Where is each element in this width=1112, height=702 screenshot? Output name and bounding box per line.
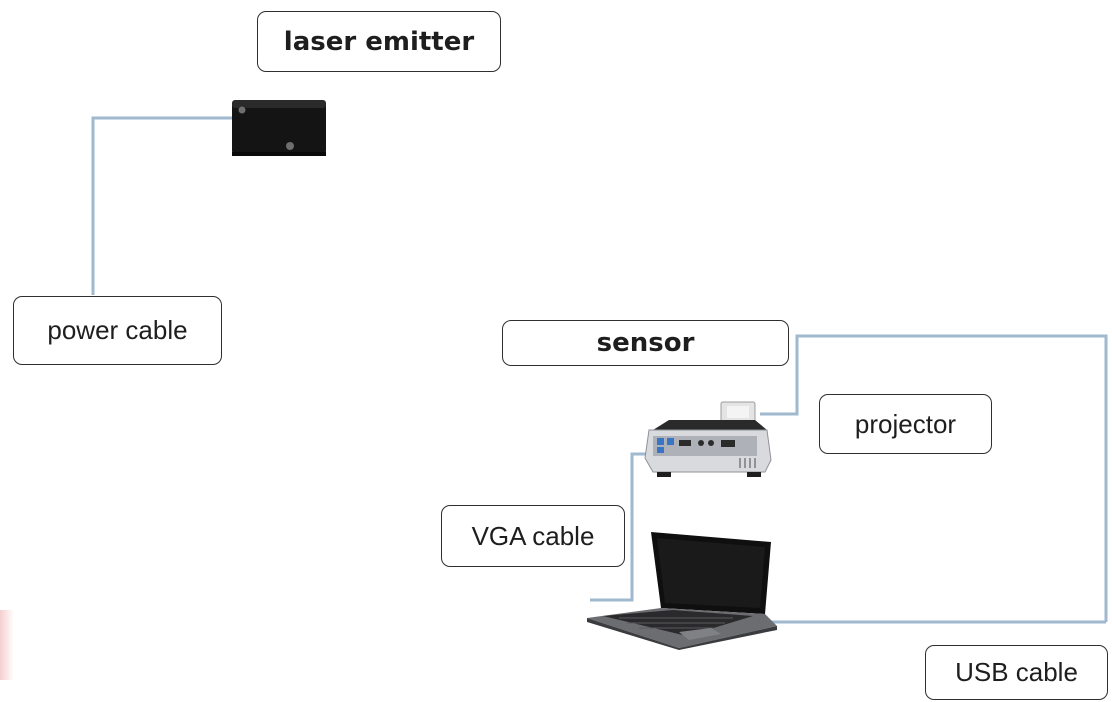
projector-device-icon [644,401,772,477]
laser-emitter-device-icon [232,100,326,156]
sensor-label-text: sensor [596,328,695,358]
usb-cable-label-text: USB cable [955,657,1078,687]
laser-emitter-label: laser emitter [257,11,501,72]
usb-cable-label: USB cable [925,645,1108,700]
projector-label-text: projector [854,408,957,439]
projector-label: projector [819,394,992,454]
power-cable-label: power cable [13,296,222,365]
power-cable-line [91,116,234,295]
laptop-device-icon [587,532,777,650]
sensor-label: sensor [502,320,789,366]
power-cable-label-text: power cable [47,315,188,345]
sensor-cable-line [760,334,1108,622]
laser-emitter-label-text: laser emitter [283,26,475,57]
vga-cable-label: VGA cable [441,505,625,567]
vga-cable-label-text: VGA cable [471,520,595,551]
edge-marker [0,610,14,680]
